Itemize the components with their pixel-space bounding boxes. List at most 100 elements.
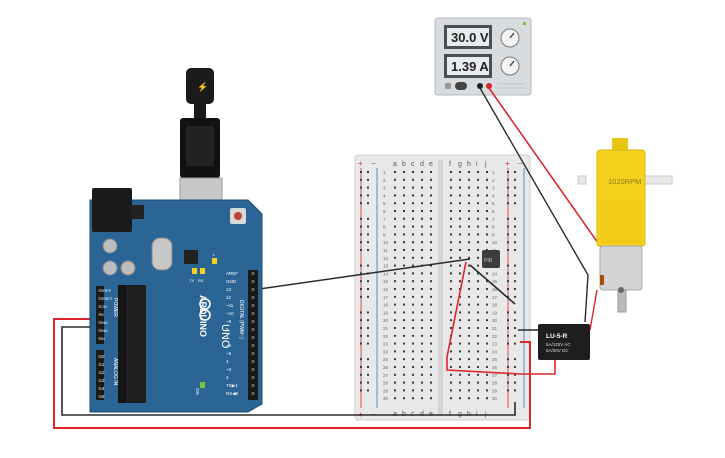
sensor-label: PIR	[484, 258, 493, 264]
row-number: 9	[383, 232, 386, 237]
positive-terminal[interactable]	[486, 83, 492, 89]
wire-red-relay[interactable]	[446, 261, 556, 375]
row-number: 2	[492, 178, 495, 183]
row-number: 19	[492, 310, 498, 315]
current-display	[447, 57, 489, 75]
row-number: 25	[492, 357, 498, 362]
row-number: 29	[383, 388, 389, 393]
row-number: 3	[492, 186, 495, 191]
digital-pin-label: ~9	[226, 319, 232, 324]
row-number: 22	[383, 334, 389, 339]
voltage-readout: 30.0 V	[451, 30, 489, 45]
row-number: 23	[492, 342, 498, 347]
row-number: 1	[492, 170, 495, 175]
wire-red-5v[interactable]	[53, 318, 531, 429]
row-number: 8	[492, 225, 495, 230]
wire-signal-pin[interactable]	[251, 258, 471, 291]
digital-pin-label: ~6	[226, 343, 232, 348]
breadboard-holes	[360, 171, 516, 400]
row-number: 5	[383, 201, 386, 206]
wire-black-sensor[interactable]	[469, 264, 516, 305]
analog-header[interactable]	[96, 350, 104, 400]
rail-plus-label-right: +	[505, 159, 510, 168]
current-readout: 1.39 A	[451, 59, 489, 74]
rx-label: RX	[198, 278, 204, 283]
row-number: 4	[492, 193, 495, 198]
column-letter: c	[411, 161, 415, 168]
power-switch[interactable]	[455, 82, 467, 90]
arduino-logo-icon	[199, 298, 211, 321]
relay-rating-ac: 5A/125V AC	[546, 342, 571, 347]
digital-pin-label: 13	[226, 287, 232, 292]
digital-pin-label: 7	[226, 335, 229, 340]
row-number: 28	[492, 381, 498, 386]
digital-pin-label: 2	[226, 375, 229, 380]
digital-header[interactable]	[248, 270, 258, 400]
row-number: 29	[492, 388, 498, 393]
column-letter: i	[476, 161, 478, 168]
arduino-brand: ARDUINO	[198, 295, 208, 337]
digital-pin-label: ~11	[226, 303, 234, 308]
digital-pin-label: ~3	[226, 367, 232, 372]
row-number: 6	[383, 209, 386, 214]
power-pin-label: 5V	[99, 312, 104, 317]
row-number: 7	[383, 217, 386, 222]
digital-pin-label: 8	[226, 327, 229, 332]
wire-relay-motor[interactable]	[589, 289, 598, 331]
wire-psu-negative[interactable]	[479, 87, 589, 323]
reset-button[interactable]	[234, 212, 242, 220]
column-letter: a	[393, 161, 397, 168]
digital-pin-label: 4	[226, 359, 229, 364]
dc-motor[interactable]: 1020RPM	[577, 138, 673, 313]
mcu-chip	[126, 285, 146, 403]
header-pins	[98, 272, 255, 398]
row-number: 6	[492, 209, 495, 214]
digital-header-label: DIGITAL (PWM~)	[238, 300, 244, 339]
row-number: 22	[492, 334, 498, 339]
analog-pin-label: A1	[99, 362, 105, 367]
relay[interactable]: LU-5-R 5A/125V AC 5A/30V DC	[538, 324, 590, 360]
relay-rating-dc: 5A/30V DC	[546, 348, 569, 353]
analog-pin-label: A5	[99, 394, 105, 399]
column-letter: h	[467, 161, 471, 168]
row-number: 5	[492, 201, 495, 206]
power-pin-label: RESET	[99, 296, 113, 301]
row-number: 10	[383, 240, 389, 245]
row-number: 3	[383, 186, 386, 191]
digital-pin-label: TX▶1	[226, 383, 238, 388]
row-number: 24	[383, 349, 389, 354]
wire-black-gnd[interactable]	[61, 326, 516, 416]
row-number: 15	[383, 279, 389, 284]
analog-pin-label: A4	[99, 386, 105, 391]
l-label: L	[213, 252, 216, 257]
row-number: 25	[383, 357, 389, 362]
power-pin-label: GND	[99, 328, 108, 333]
arduino-uno[interactable]: ⚡ TX RX L	[89, 68, 263, 413]
row-number: 26	[383, 365, 389, 370]
row-number: 16	[383, 287, 389, 292]
row-number: 27	[383, 373, 389, 378]
rail-plus-label: +	[358, 159, 363, 168]
row-number: 18	[492, 303, 498, 308]
analog-pin-label: A3	[99, 378, 105, 383]
row-number: 17	[383, 295, 389, 300]
row-number: 12	[383, 256, 389, 261]
column-letter: e	[429, 161, 433, 168]
digital-pin-label: ~10	[226, 311, 234, 316]
column-letter: f	[449, 161, 451, 168]
usb-cable-head[interactable]	[186, 68, 214, 104]
power-header-label: POWER	[112, 298, 118, 317]
row-number: 20	[383, 318, 389, 323]
row-number: 13	[383, 264, 389, 269]
power-supply[interactable]: 30.0 V 1.39 A	[434, 17, 532, 96]
digital-pin-label: AREF	[226, 271, 238, 276]
row-number: 8	[383, 225, 386, 230]
pir-sensor[interactable]: PIR	[482, 250, 500, 268]
row-number: 2	[383, 178, 386, 183]
negative-terminal[interactable]	[477, 83, 483, 89]
row-number: 16	[492, 287, 498, 292]
